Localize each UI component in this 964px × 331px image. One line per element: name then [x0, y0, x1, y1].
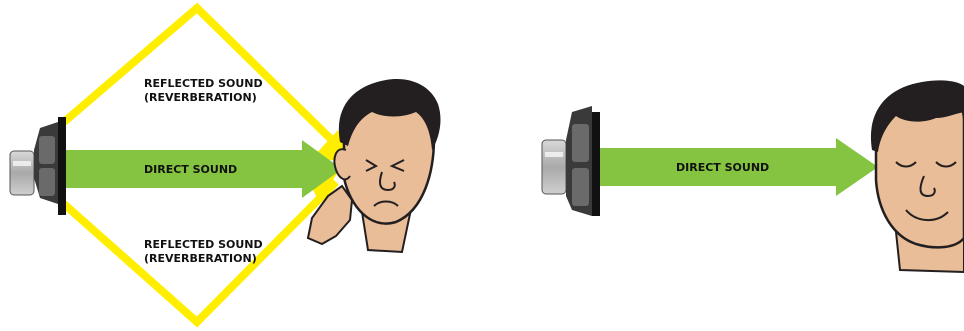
reflected-top-label-line2: (REVERBERATION) [144, 91, 257, 104]
direct-sound-label-right: DIRECT SOUND [676, 161, 769, 174]
listener-face-icon [871, 80, 964, 272]
reflected-top-label-line1: REFLECTED SOUND [144, 77, 263, 90]
speaker-icon [10, 117, 66, 215]
left-panel: REFLECTED SOUND (REVERBERATION) DIRECT S… [10, 8, 440, 322]
direct-sound-label-left: DIRECT SOUND [144, 163, 237, 176]
reflected-bottom-label-line1: REFLECTED SOUND [144, 238, 263, 251]
speaker-icon [542, 106, 600, 216]
right-panel: DIRECT SOUND [542, 80, 964, 272]
reflected-bottom-label-line2: (REVERBERATION) [144, 252, 257, 265]
